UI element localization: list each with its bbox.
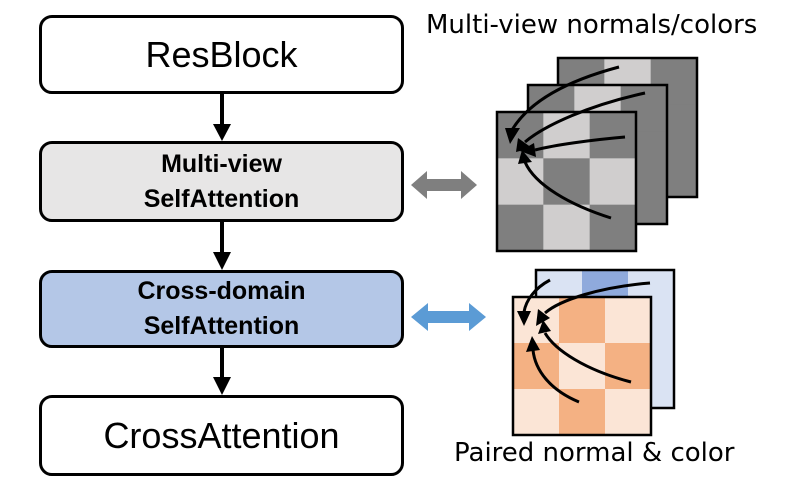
grid-cell bbox=[513, 389, 560, 436]
color-grid-front bbox=[511, 295, 653, 437]
flow-arrow-resblock-mvsa bbox=[213, 93, 231, 141]
grid-cell bbox=[543, 112, 591, 159]
crossdomain-selfattention-block: Cross-domain SelfAttention bbox=[39, 270, 404, 348]
crossdomain-caption: Paired normal & color bbox=[454, 438, 735, 468]
crossdomain-selfattention-label-line2: SelfAttention bbox=[143, 312, 300, 340]
resblock-label: ResBlock bbox=[145, 33, 298, 75]
flow-arrow-mvsa-cdsa bbox=[213, 221, 231, 270]
grid-cell bbox=[559, 297, 606, 344]
grid-cell bbox=[543, 204, 591, 252]
grid-border bbox=[511, 295, 653, 437]
grid-cell bbox=[589, 158, 637, 206]
grid-border bbox=[495, 110, 638, 253]
crossdomain-grid-stack bbox=[511, 268, 676, 437]
attention-arrow bbox=[510, 65, 620, 131]
multiview-selfattention-label-line1: Multi-view bbox=[161, 149, 282, 178]
multiview-grid-front bbox=[495, 110, 638, 253]
grid-cell bbox=[497, 204, 544, 252]
multiview-selfattention-block: Multi-view SelfAttention bbox=[39, 141, 404, 222]
crossattention-block: CrossAttention bbox=[39, 395, 404, 476]
attention-arrow bbox=[543, 332, 632, 384]
multiview-selfattention-label-line2: SelfAttention bbox=[143, 184, 300, 213]
attention-arrow bbox=[524, 91, 646, 144]
multiview-grid-stack bbox=[495, 56, 699, 253]
multiview-attention-arrows bbox=[505, 65, 646, 220]
gray-double-arrow-icon bbox=[411, 171, 477, 199]
grid-cell bbox=[543, 158, 591, 206]
crossattention-label: CrossAttention bbox=[103, 414, 340, 456]
grid-cell bbox=[497, 158, 544, 206]
grid-cell bbox=[605, 389, 652, 436]
resblock-block: ResBlock bbox=[39, 15, 404, 94]
attention-arrow bbox=[522, 278, 551, 313]
grid-cell bbox=[559, 343, 606, 390]
crossdomain-selfattention-label-line1: Cross-domain bbox=[137, 277, 306, 305]
grid-cell bbox=[605, 297, 652, 344]
crossdomain-attention-arrows bbox=[517, 278, 651, 404]
grid-cell bbox=[589, 112, 637, 159]
blue-double-arrow-icon bbox=[411, 303, 486, 331]
attention-arrow bbox=[531, 349, 580, 404]
multiview-caption: Multi-view normals/colors bbox=[426, 10, 758, 40]
flow-arrow-cdsa-cross bbox=[213, 347, 231, 395]
grid-cell bbox=[513, 297, 560, 344]
attention-arrow bbox=[523, 161, 612, 220]
attention-arrow bbox=[534, 135, 626, 152]
attention-arrow bbox=[544, 281, 651, 315]
